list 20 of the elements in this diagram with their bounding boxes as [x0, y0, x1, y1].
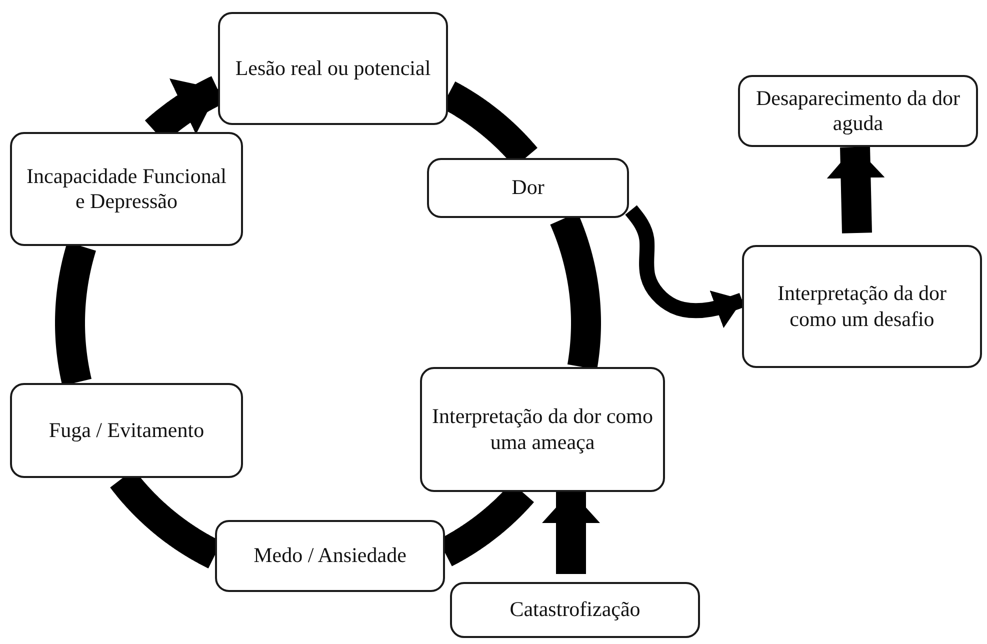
box-label: Interpretação da dor como uma ameaça: [431, 404, 654, 455]
box-label: Desaparecimento da dor aguda: [754, 86, 962, 136]
box-label: Dor: [512, 175, 544, 201]
block-arrow: [826, 146, 885, 234]
process-box: [738, 75, 978, 147]
process-box: [450, 582, 700, 638]
block-arrow: [542, 491, 600, 574]
box-label: Incapacidade Funcional e Depressão: [26, 164, 228, 214]
box-label: Interpretação da dor como um desafio: [776, 281, 948, 332]
box-label: Catastrofização: [510, 597, 640, 623]
process-box: [742, 245, 982, 368]
process-box: [10, 383, 243, 478]
process-box: [427, 158, 629, 218]
process-box: [215, 520, 445, 592]
process-box: [420, 367, 665, 492]
process-box: [218, 12, 448, 125]
box-label: Medo / Ansiedade: [254, 543, 406, 569]
box-label: Lesão real ou potencial: [235, 56, 431, 82]
box-label: Fuga / Evitamento: [48, 418, 204, 444]
process-box: [10, 132, 243, 246]
